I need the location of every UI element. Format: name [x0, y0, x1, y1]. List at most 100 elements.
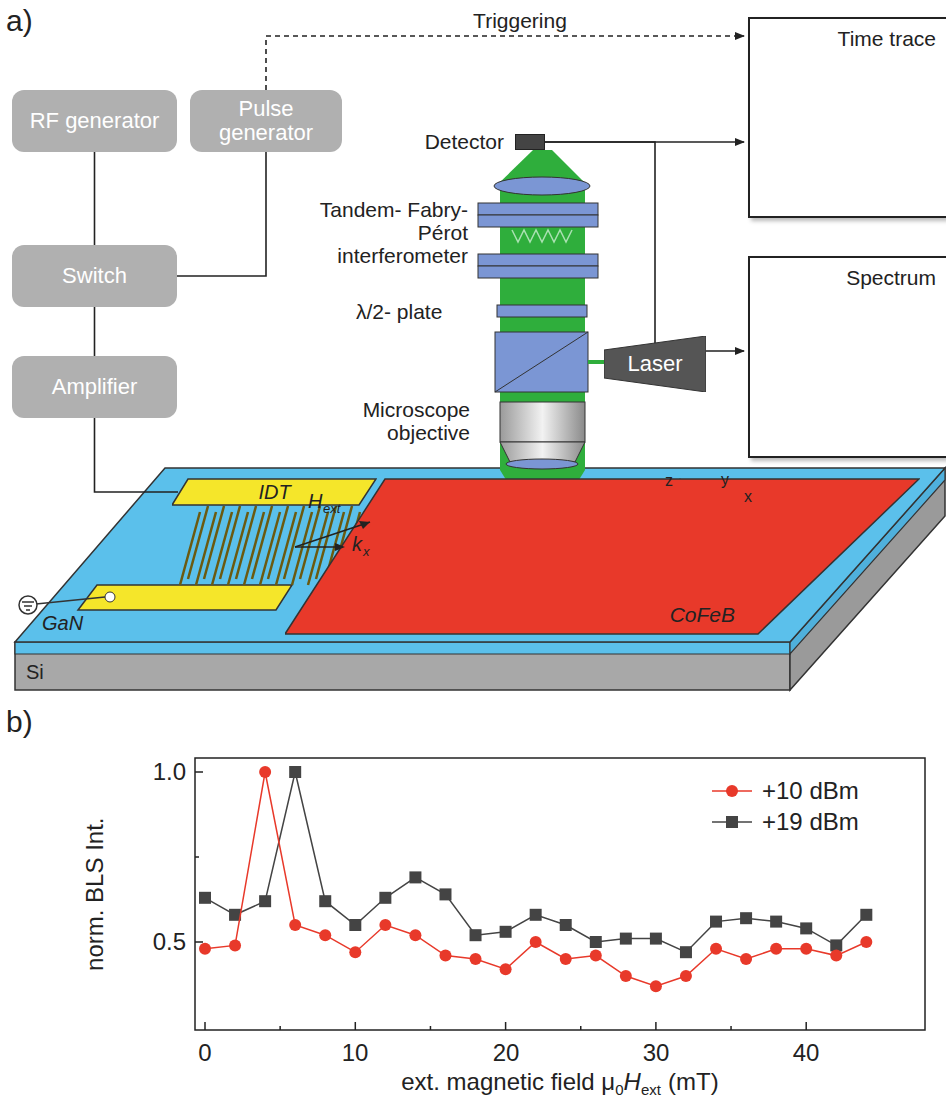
data-marker [319, 895, 331, 907]
tick-label: 30 [643, 1040, 670, 1066]
data-marker [470, 953, 482, 965]
instrument-box: RF generator [12, 90, 177, 152]
data-marker [439, 950, 451, 962]
fp-mirror [478, 215, 598, 227]
tick [580, 1026, 582, 1030]
data-marker [470, 929, 482, 941]
label: x [744, 488, 752, 506]
data-marker [259, 766, 271, 778]
axis-title-part: (mT) [668, 1068, 719, 1095]
objective [500, 402, 585, 442]
tick [505, 1022, 507, 1030]
axis-title: norm. BLS Int. [82, 817, 108, 970]
panel-letter: a) [6, 4, 33, 37]
data-marker [830, 950, 842, 962]
objective-lens [506, 459, 578, 469]
axis-title: ext. magnetic field μ0Hext(mT) [401, 1068, 718, 1099]
label: Microscope objective [340, 398, 470, 444]
data-marker [409, 929, 421, 941]
si-front [15, 642, 790, 690]
data-marker [560, 919, 572, 931]
idt-finger [284, 506, 304, 579]
material-label: CoFeB [670, 603, 735, 627]
data-marker [740, 912, 752, 924]
legend-text: +19 dBm [762, 809, 859, 835]
legend-text: +10 dBm [762, 778, 859, 804]
cofeb-shape [285, 478, 920, 635]
label: z [665, 472, 673, 490]
data-marker [800, 922, 812, 934]
terminal [105, 592, 115, 602]
edge-label: Triggering [470, 9, 570, 32]
label: ext [323, 502, 340, 516]
data-marker [199, 943, 211, 955]
fp-mirror [478, 203, 598, 215]
label: k [352, 533, 362, 555]
tick [730, 1026, 732, 1030]
data-marker [379, 892, 391, 904]
output-panel: Time trace [748, 17, 946, 218]
data-marker [650, 933, 662, 945]
half-wave-plate [497, 305, 587, 317]
fp-mirror [478, 254, 598, 266]
cofeb-shape [285, 479, 919, 634]
label: x [363, 545, 370, 559]
fp-cavity [512, 230, 572, 242]
idt-shape [172, 479, 376, 505]
label: y [721, 471, 729, 489]
data-marker [860, 936, 872, 948]
data-marker [229, 939, 241, 951]
tick-label: 40 [793, 1040, 820, 1066]
legend-sample [726, 785, 738, 797]
laser-box: Laser [604, 336, 706, 392]
idt-finger [204, 506, 224, 579]
gan-front [15, 642, 790, 654]
data-marker [710, 916, 722, 928]
data-marker [289, 919, 301, 931]
tick-label: 0.5 [153, 929, 186, 955]
data-line [205, 772, 866, 952]
tick [204, 1022, 206, 1030]
data-marker [319, 929, 331, 941]
instrument-label: RF generator [30, 109, 160, 133]
tick [279, 1026, 281, 1030]
axis-title-part: ext [641, 1081, 661, 1098]
tick [805, 1022, 807, 1030]
connector [95, 418, 179, 492]
laser-label: Laser [627, 351, 682, 377]
instrument-box: Amplifier [12, 356, 177, 418]
data-marker [590, 936, 602, 948]
data-marker [680, 946, 692, 958]
data-marker [680, 970, 692, 982]
data-marker [620, 933, 632, 945]
data-marker [500, 963, 512, 975]
instrument-box: Switch [12, 245, 177, 307]
axis-title-part: H [624, 1068, 641, 1095]
output-panel: Spectrum [748, 256, 946, 458]
laser-beam [588, 360, 606, 364]
laser-shape [604, 336, 706, 392]
panel-title: Spectrum [846, 266, 936, 290]
data-marker [289, 766, 301, 778]
legend-sample [726, 816, 738, 828]
idt-electrode: IDT [172, 478, 377, 506]
laser-beam [500, 190, 585, 470]
label: λ/2- plate [356, 300, 442, 323]
data-marker [349, 919, 361, 931]
data-marker [740, 953, 752, 965]
connector [545, 142, 744, 351]
data-marker [379, 919, 391, 931]
panel-title: Time trace [838, 27, 936, 51]
tick [195, 856, 199, 858]
data-series [199, 766, 872, 992]
connector [94, 307, 96, 356]
instrument-label: Pulse generator [198, 97, 334, 145]
idt-finger [220, 506, 240, 579]
field-arrow [359, 521, 370, 529]
tick-label: 1.0 [153, 759, 186, 785]
data-marker [800, 943, 812, 955]
data-marker [860, 909, 872, 921]
data-marker [770, 943, 782, 955]
ground-symbol [19, 596, 37, 614]
axis-title-part: 0 [615, 1081, 623, 1098]
